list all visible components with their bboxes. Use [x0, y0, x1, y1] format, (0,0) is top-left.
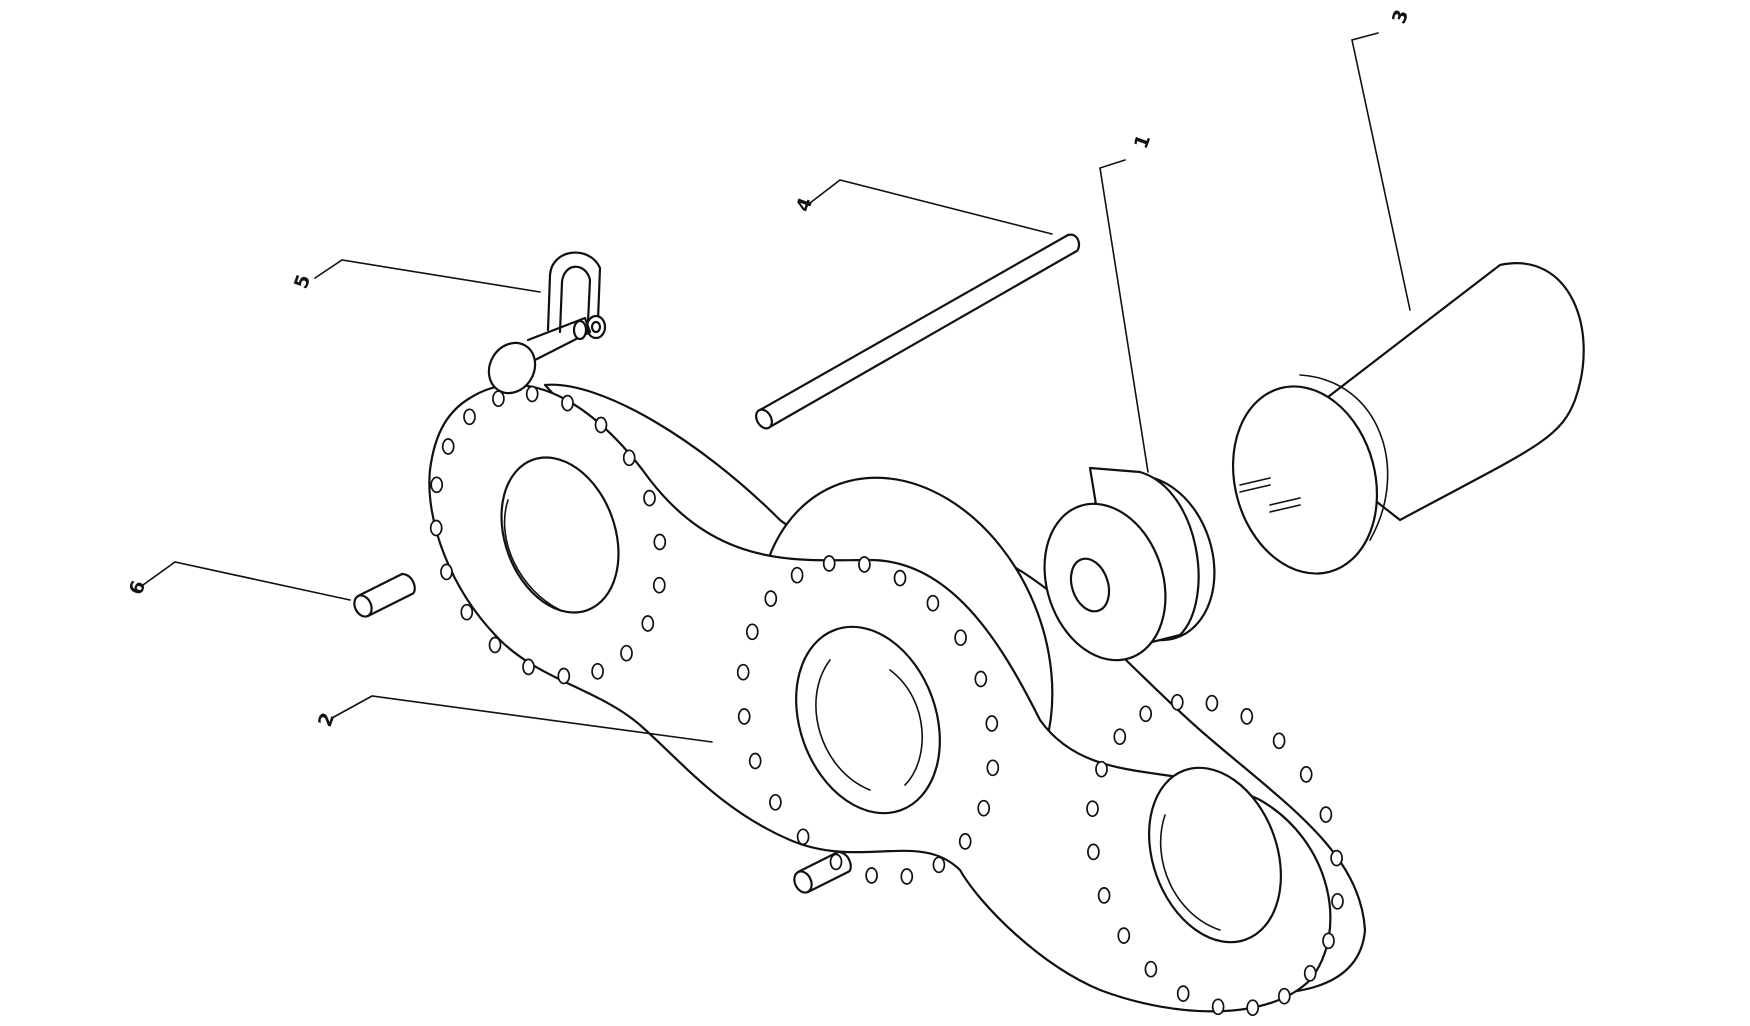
bolt-hole — [1277, 987, 1291, 1005]
bolt-hole — [748, 752, 762, 770]
bolt-hole — [1097, 887, 1111, 904]
bolt-hole — [492, 390, 505, 408]
bolt-hole — [1176, 985, 1190, 1002]
bolt-hole — [643, 489, 656, 507]
bolt-hole — [1117, 927, 1131, 944]
bolt-hole — [591, 662, 604, 680]
bolt-hole — [1144, 960, 1158, 978]
bolt-hole — [652, 576, 666, 594]
bolt-hole — [620, 644, 633, 662]
cylindrical-cap — [1231, 262, 1585, 575]
bolt-hole — [1303, 964, 1317, 982]
callout-2: 2 — [314, 710, 339, 730]
bolt-hole — [1139, 705, 1153, 723]
bolt-hole — [561, 394, 574, 412]
plate-bore-left — [500, 456, 620, 614]
bolt-hole — [790, 566, 804, 584]
bolt-hole — [1246, 999, 1260, 1017]
bolt-hole — [926, 594, 940, 612]
bolt-holes-right — [1086, 693, 1344, 1017]
bolt-hole — [954, 629, 967, 647]
bolt-hole — [1095, 760, 1108, 778]
bolt-hole — [1240, 708, 1254, 725]
long-pin-rod — [755, 233, 1081, 430]
bolt-hole — [769, 793, 782, 811]
dowel-pin-lower — [793, 850, 852, 894]
bolt-hole — [745, 623, 759, 641]
bolt-hole — [932, 856, 946, 874]
shackle — [487, 251, 607, 395]
bolt-hole — [1086, 800, 1099, 818]
bolt-hole — [460, 603, 474, 621]
bolt-hole — [1087, 843, 1100, 861]
bolt-hole — [1322, 932, 1335, 950]
bolt-holes-left — [429, 385, 667, 685]
bolt-hole — [557, 667, 571, 685]
leader-lines — [142, 32, 1411, 743]
callout-3: 3 — [1388, 7, 1413, 27]
callout-4: 4 — [792, 195, 817, 215]
bolt-hole — [737, 708, 751, 725]
bolt-hole — [829, 853, 843, 871]
bolt-hole — [986, 759, 1000, 777]
bolt-hole — [1113, 728, 1127, 746]
callout-6: 6 — [125, 578, 150, 598]
bolt-hole — [488, 636, 502, 654]
bolt-hole — [1211, 998, 1225, 1016]
bolt-hole — [865, 867, 878, 884]
bolt-hole — [1330, 849, 1343, 867]
bushing — [1043, 466, 1216, 662]
bolt-hole — [522, 658, 535, 676]
bolt-hole — [1299, 766, 1313, 783]
plate-bore-center — [795, 625, 941, 815]
bolt-hole — [796, 828, 810, 846]
bolt-hole — [594, 416, 608, 434]
bolt-hole — [822, 555, 836, 572]
bolt-hole — [430, 476, 444, 494]
bolt-hole — [900, 868, 914, 885]
bolt-hole — [622, 449, 636, 467]
bolt-hole — [653, 533, 667, 551]
bolt-hole — [429, 519, 443, 537]
bolt-hole — [463, 408, 476, 426]
plate-bore-right — [1148, 766, 1282, 944]
bolt-hole — [736, 663, 750, 681]
bolt-hole — [893, 569, 907, 587]
bolt-hole — [1170, 693, 1184, 711]
bolt-hole — [974, 670, 988, 688]
dowel-pin-upper — [353, 572, 416, 618]
bolt-hole — [641, 615, 655, 632]
bolt-hole — [977, 799, 991, 817]
bolt-hole — [1205, 694, 1219, 712]
bolt-hole — [958, 833, 972, 850]
bolt-hole — [441, 438, 455, 455]
bolt-hole — [525, 385, 539, 403]
callout-1: 1 — [1130, 132, 1155, 152]
bolt-hole — [440, 563, 453, 581]
bolt-holes-center — [736, 555, 1000, 885]
bolt-hole — [858, 556, 871, 573]
bolt-hole — [1319, 806, 1333, 823]
bolt-hole — [1331, 892, 1344, 910]
bolt-hole — [985, 715, 999, 732]
bolt-hole — [1272, 732, 1286, 750]
callout-5: 5 — [290, 272, 315, 292]
bolt-hole — [764, 590, 778, 607]
